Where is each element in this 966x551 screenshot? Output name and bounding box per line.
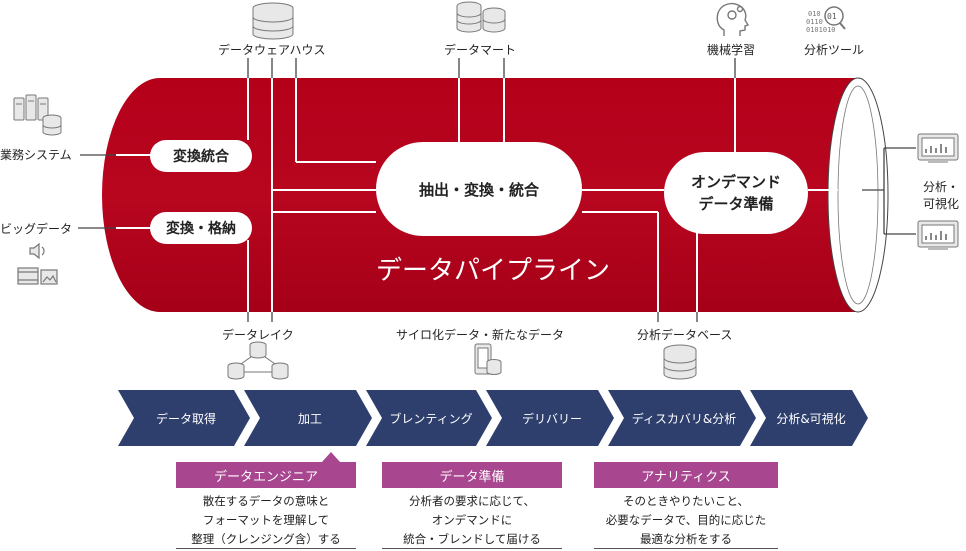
tools-label: 分析ツール (804, 43, 865, 57)
ondemand-line2: データ準備 (698, 195, 774, 213)
role-analytics: アナリティクス (594, 462, 778, 488)
mart-label: データマート (444, 43, 517, 57)
desc-underline (594, 548, 778, 549)
ml-label: 機械学習 (707, 43, 756, 57)
desc-line: 必要なデータで、目的に応じた (605, 513, 767, 527)
role-desc-analytics: そのときやりたいこと、 必要なデータで、目的に応じた 最適な分析をする (586, 492, 786, 549)
step-data-acquisition: データ取得 (155, 411, 216, 426)
role-desc-preparation: 分析者の要求に応じて、 オンデマンドに 統合・ブレンドして届ける (376, 492, 568, 549)
svg-text:0110: 0110 (806, 18, 823, 26)
desc-line: フォーマットを理解して (202, 513, 330, 527)
lake-label: データレイク (222, 328, 294, 342)
output-label-line2: 可視化 (923, 197, 960, 211)
gear-head-icon (716, 2, 750, 36)
svg-text:010: 010 (808, 10, 821, 18)
binary-search-icon: 010 0110 0101010 01 (806, 6, 846, 34)
desc-line: そのときやりたいこと、 (622, 494, 750, 508)
desc-line: 散在するデータの意味と (202, 494, 330, 508)
big-data-label: ビッグデータ (0, 222, 73, 236)
extract-transform-node: 抽出・変換・統合 (376, 142, 582, 236)
monitor-chart-icon (917, 220, 959, 250)
role-desc-engineer: 散在するデータの意味と フォーマットを理解して 整理（クレンジング含）する (170, 492, 362, 549)
step-discovery-analysis: ディスカバリ&分析 (631, 411, 737, 426)
business-system-label: 業務システム (0, 148, 72, 162)
lake-network-icon (227, 341, 289, 380)
server-rack-icon (13, 94, 62, 136)
step-analysis-visualization: 分析&可視化 (776, 411, 846, 426)
output-label-line1: 分析・ (923, 180, 960, 194)
desc-line: 最適な分析をする (640, 532, 732, 546)
analysis-db-label: 分析データベース (637, 328, 733, 342)
svg-text:01: 01 (827, 12, 837, 21)
silo-label: サイロ化データ・新たなデータ (396, 328, 565, 342)
process-steps (118, 390, 868, 446)
pipe-connectors (247, 78, 838, 312)
svg-text:0101010: 0101010 (806, 26, 836, 34)
ondemand-line1: オンデマンド (690, 173, 781, 191)
database-icon (663, 344, 697, 380)
database-stack-icon (456, 1, 506, 33)
role-data-preparation: データ準備 (382, 462, 562, 488)
mobile-device-icon (474, 343, 502, 375)
step-blending: ブレンティング (389, 411, 473, 426)
monitor-chart-icon (917, 133, 959, 163)
desc-line: 分析者の要求に応じて、 (409, 494, 535, 508)
step-processing: 加工 (297, 411, 322, 426)
pipeline-title: データパイプライン (376, 256, 611, 286)
dwh-label: データウェアハウス (218, 43, 326, 57)
output-label: 分析・ 可視化 (923, 179, 959, 213)
henkan-kakunou-node: 変換・格納 (150, 212, 252, 244)
desc-line: 統合・ブレンドして届ける (403, 532, 541, 546)
ondemand-node: オンデマンド データ準備 (664, 152, 808, 234)
desc-underline (176, 548, 356, 549)
desc-line: 整理（クレンジング含）する (191, 532, 341, 546)
henkan-tougou-node: 変換統合 (150, 140, 252, 172)
database-icon (252, 2, 294, 40)
role-data-engineer: データエンジニア (176, 462, 356, 488)
desc-line: オンデマンドに (431, 513, 513, 527)
media-icon (17, 242, 58, 285)
pipe-end (828, 78, 888, 312)
desc-underline (382, 548, 562, 549)
step-delivery: デリバリー (521, 411, 582, 426)
